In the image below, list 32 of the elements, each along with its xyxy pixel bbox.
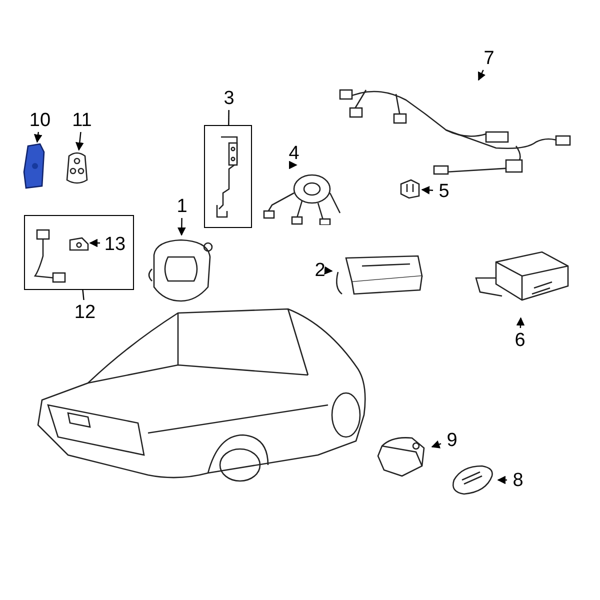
callout-number: 3 — [218, 86, 240, 110]
parts-group-frame — [24, 215, 134, 290]
connector-clip-drawing — [398, 178, 422, 200]
callout-number: 12 — [71, 300, 99, 324]
parts-group-frame — [204, 125, 252, 228]
leader-line — [82, 290, 84, 300]
callout-number: 7 — [478, 46, 500, 70]
callout-number: 13 — [101, 232, 129, 256]
callout-number: 4 — [283, 141, 305, 165]
callout-number: 10 — [28, 108, 52, 132]
leader-line — [324, 266, 333, 275]
leader-line — [89, 238, 100, 248]
callout-number: 8 — [507, 468, 529, 492]
callout-number: 2 — [309, 258, 331, 282]
leader-line — [516, 317, 525, 328]
switch-part-drawing — [22, 142, 46, 190]
callout-number: 9 — [441, 428, 463, 452]
leader-line — [34, 132, 42, 143]
callout-number: 6 — [509, 328, 531, 352]
leader-line — [431, 440, 442, 448]
leader-line — [228, 110, 230, 125]
callout-number: 11 — [70, 108, 94, 132]
leader-line — [421, 186, 434, 194]
leader-line — [497, 476, 507, 484]
leader-line — [478, 70, 486, 81]
callout-number: 5 — [433, 179, 455, 203]
leader-line — [177, 218, 186, 236]
leader-line — [289, 161, 298, 169]
sensor-drawing — [67, 235, 91, 253]
key-fob-drawing — [64, 150, 90, 186]
leader-line — [75, 132, 84, 151]
callout-number: 1 — [171, 194, 193, 218]
